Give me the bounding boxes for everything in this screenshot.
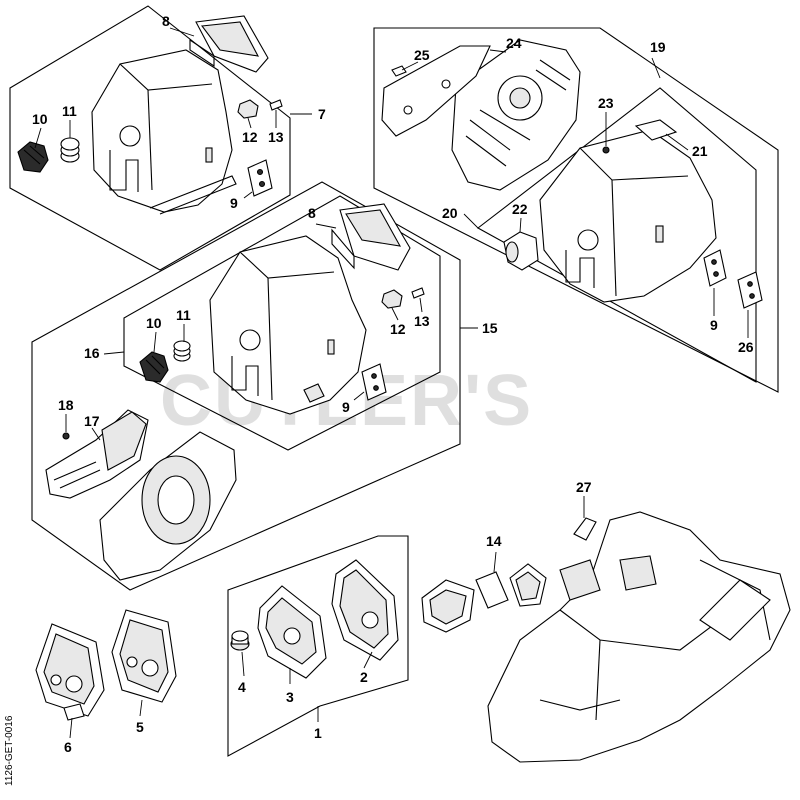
label-27: 27 xyxy=(576,479,592,495)
clip-9-right xyxy=(703,249,727,287)
filter-screen-17 xyxy=(45,409,149,499)
label-15: 15 xyxy=(482,320,498,336)
label-9-right: 9 xyxy=(710,317,718,333)
knob-10-top xyxy=(17,141,49,173)
label-10-top: 10 xyxy=(32,111,48,127)
label-10-middle: 10 xyxy=(146,315,162,331)
nut-4 xyxy=(230,630,250,651)
group-1-frame xyxy=(227,535,409,757)
label-2: 2 xyxy=(360,669,368,685)
clip-9-middle xyxy=(361,363,387,401)
guide-plate-25 xyxy=(381,45,491,137)
label-19: 19 xyxy=(650,39,666,55)
label-20: 20 xyxy=(442,205,458,221)
spring-11-middle xyxy=(173,340,191,362)
shroud-cover-7 xyxy=(91,49,237,215)
plate-21 xyxy=(634,119,678,141)
clip-9-top xyxy=(247,159,273,197)
label-13-middle: 13 xyxy=(414,313,430,329)
group-20-subframe xyxy=(477,87,757,383)
sprocket-cover-24 xyxy=(451,39,581,191)
group-16-subframe xyxy=(123,195,441,451)
label-21: 21 xyxy=(692,143,708,159)
air-filter-8-middle xyxy=(331,203,411,271)
label-11-top: 11 xyxy=(62,103,77,119)
label-26: 26 xyxy=(738,339,754,355)
drawing-code: 1126-GET-0016 xyxy=(4,715,15,786)
shroud-cover-15 xyxy=(209,235,367,415)
group-15-frame xyxy=(31,181,461,591)
label-8-middle: 8 xyxy=(308,205,316,221)
screw-13-middle xyxy=(411,287,425,299)
label-17: 17 xyxy=(84,413,100,429)
knob-10-middle xyxy=(139,351,169,383)
label-1: 1 xyxy=(314,725,322,741)
label-12-top: 12 xyxy=(242,129,258,145)
label-22: 22 xyxy=(512,201,528,217)
shroud-cover-20 xyxy=(539,129,717,303)
label-23: 23 xyxy=(598,95,614,111)
label-5: 5 xyxy=(136,719,144,735)
label-25: 25 xyxy=(414,47,430,63)
carburetor-assembly-14 xyxy=(421,563,547,633)
knob-22 xyxy=(503,231,539,271)
spring-11-top xyxy=(60,137,80,163)
nut-12-top xyxy=(237,99,259,119)
air-filter-3 xyxy=(257,585,327,679)
label-14: 14 xyxy=(486,533,502,549)
label-7: 7 xyxy=(318,106,326,122)
label-9-middle: 9 xyxy=(342,399,350,415)
label-24: 24 xyxy=(506,35,522,51)
nut-12-middle xyxy=(381,289,403,309)
label-16: 16 xyxy=(84,345,100,361)
clip-26 xyxy=(737,271,763,309)
air-filter-2 xyxy=(331,559,399,661)
label-3: 3 xyxy=(286,689,294,705)
label-9-top: 9 xyxy=(230,195,238,211)
main-housing xyxy=(487,511,791,763)
group-7-frame xyxy=(9,5,291,271)
label-6: 6 xyxy=(64,739,72,755)
side-cover-15 xyxy=(99,431,237,581)
air-filter-8-top xyxy=(189,15,269,73)
label-13-top: 13 xyxy=(268,129,284,145)
label-8-top: 8 xyxy=(162,13,170,29)
group-19-frame xyxy=(373,27,779,393)
screw-23 xyxy=(602,146,610,154)
label-11-middle: 11 xyxy=(176,307,191,323)
label-12-middle: 12 xyxy=(390,321,406,337)
screw-25 xyxy=(391,65,407,77)
label-18: 18 xyxy=(58,397,74,413)
air-filter-6 xyxy=(35,623,105,721)
screw-13-top xyxy=(269,99,283,111)
screw-18 xyxy=(62,432,70,440)
clip-27 xyxy=(573,517,597,541)
label-4: 4 xyxy=(238,679,246,695)
air-filter-5 xyxy=(111,609,177,703)
